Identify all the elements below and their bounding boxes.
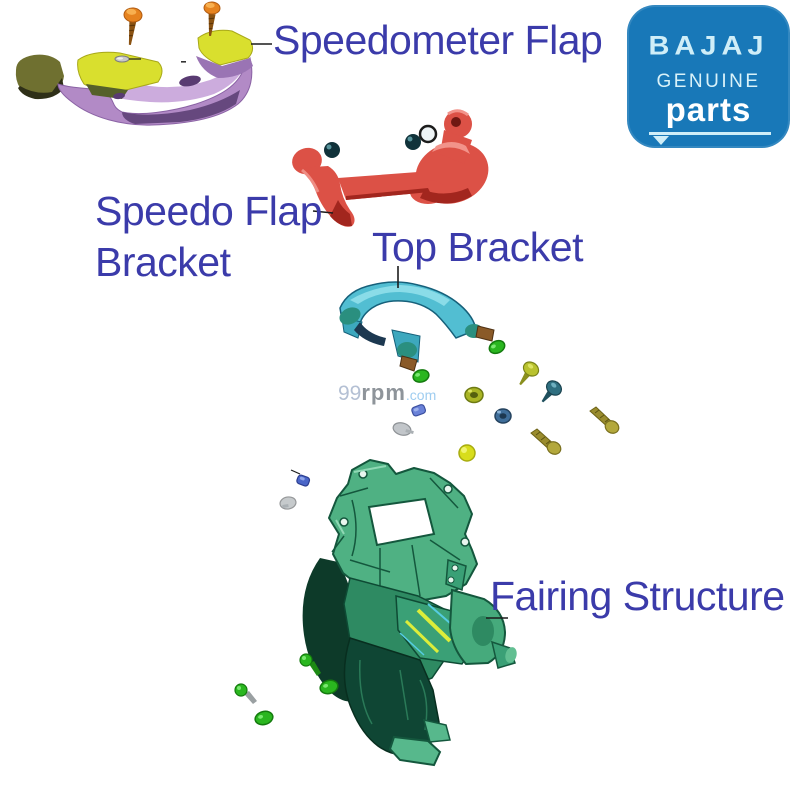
gray-clip-icon (392, 422, 414, 436)
badge-underline (649, 132, 771, 135)
badge-genuine-text: GENUINE (656, 71, 761, 92)
badge-arrow-down-icon (653, 136, 669, 145)
small-pin-icon (114, 55, 130, 63)
fairing-structure-part (302, 459, 517, 767)
label-speedometer-flap: Speedometer Flap (273, 17, 603, 63)
watermark-99: 99 (338, 382, 362, 405)
label-fairing-structure: Fairing Structure (490, 573, 785, 619)
orange-screw-icon (123, 7, 143, 45)
olive-screw-icon (530, 428, 562, 455)
label-speedo-flap-bracket-line2: Bracket (95, 239, 231, 285)
olive-screw-icon (589, 406, 620, 434)
yellow-green-nut-icon (464, 386, 484, 404)
label-speedo-flap-bracket: Speedo Flap Bracket (95, 186, 323, 288)
green-clip-icon (319, 679, 339, 695)
green-clip-icon (254, 710, 274, 726)
yellow-ball-icon (458, 444, 476, 462)
watermark: 99rpm.com (338, 380, 436, 406)
badge-brand-text: BAJAJ (648, 31, 769, 61)
orange-screw-icon (203, 1, 221, 37)
watermark-com: .com (405, 387, 437, 403)
watermark-rpm: rpm (361, 380, 406, 405)
gray-clip-icon (279, 496, 297, 510)
speedometer-flap-part (15, 29, 254, 126)
green-screw-icon (299, 653, 321, 676)
yellow-green-screw-icon (519, 361, 540, 386)
speedo-flap-bracket-part (292, 109, 489, 227)
green-screw-icon (234, 683, 257, 704)
label-speedo-flap-bracket-line1: Speedo Flap (95, 188, 323, 234)
label-top-bracket: Top Bracket (372, 224, 584, 270)
blue-clip-icon (411, 404, 427, 417)
blue-nut-icon (494, 408, 512, 424)
blue-clip-icon (296, 474, 311, 487)
top-bracket-part (339, 281, 495, 372)
leader-lines (129, 43, 508, 619)
teal-screw-icon (541, 380, 563, 403)
green-clip-icon (412, 369, 430, 383)
bajaj-genuine-parts-badge: BAJAJ GENUINE parts (627, 5, 790, 148)
badge-parts-text: parts (665, 91, 752, 128)
green-clip-icon (488, 339, 506, 355)
